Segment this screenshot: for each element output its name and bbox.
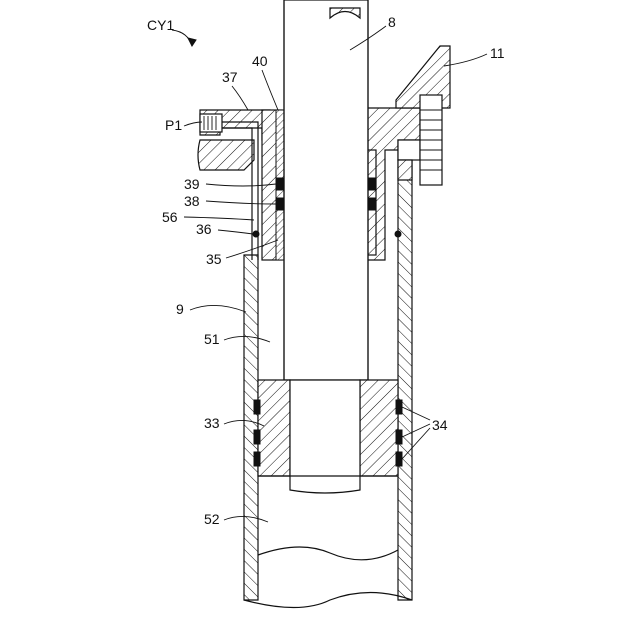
label-35: 35 [206, 251, 222, 267]
tube-lower-break [258, 547, 398, 560]
label-56: 56 [162, 209, 178, 225]
label-8: 8 [388, 14, 396, 30]
piston [254, 380, 402, 493]
label-cy1: CY1 [147, 17, 174, 33]
label-39: 39 [184, 176, 200, 192]
label-p1: P1 [165, 117, 182, 133]
piston-rod [284, 0, 368, 380]
label-9: 9 [176, 301, 184, 317]
label-40: 40 [252, 53, 268, 69]
label-37: 37 [222, 69, 238, 85]
label-52: 52 [204, 511, 220, 527]
label-38: 38 [184, 193, 200, 209]
label-34: 34 [432, 417, 448, 433]
port-fitting [200, 114, 258, 260]
label-36: 36 [196, 221, 212, 237]
label-51: 51 [204, 331, 220, 347]
label-33: 33 [204, 415, 220, 431]
label-11: 11 [490, 45, 505, 61]
